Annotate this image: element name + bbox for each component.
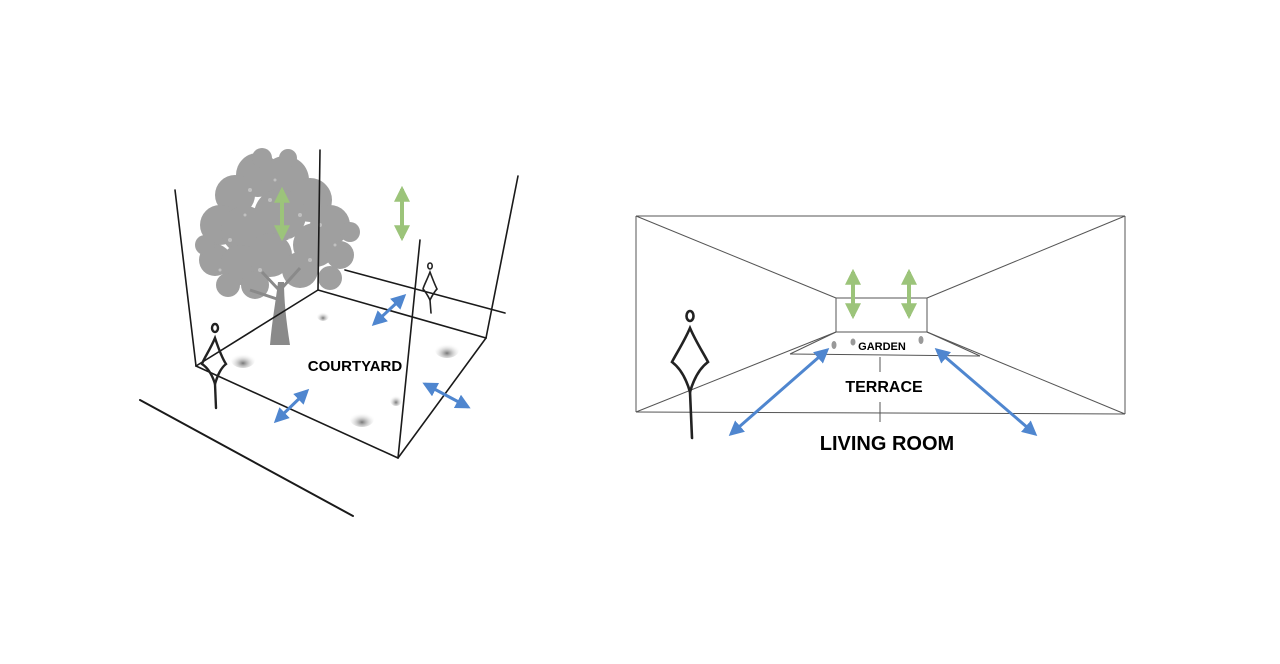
tree-icon	[195, 148, 360, 345]
person-figure-icon	[422, 262, 438, 314]
person-figure-icon	[670, 309, 710, 440]
courtyard-label: COURTYARD	[308, 358, 403, 375]
garden-plant-icon	[831, 336, 924, 349]
courtyard-frame	[139, 149, 519, 517]
terrace-label: TERRACE	[845, 379, 923, 396]
grass-tuft-icon	[231, 311, 459, 427]
person-figure-icon	[200, 322, 228, 410]
horizontal-movement-arrow	[728, 348, 830, 436]
garden-label: GARDEN	[858, 341, 906, 353]
horizontal-movement-arrow	[371, 293, 407, 327]
living-room-label: LIVING ROOM	[820, 433, 954, 455]
courtyard-diagram: COURTYARD	[139, 148, 519, 517]
horizontal-movement-arrow	[273, 388, 310, 424]
horizontal-movement-arrow	[934, 348, 1038, 436]
horizontal-movement-arrow	[422, 382, 471, 409]
perspective-diagram: GARDEN TERRACE LIVING ROOM	[635, 215, 1126, 455]
